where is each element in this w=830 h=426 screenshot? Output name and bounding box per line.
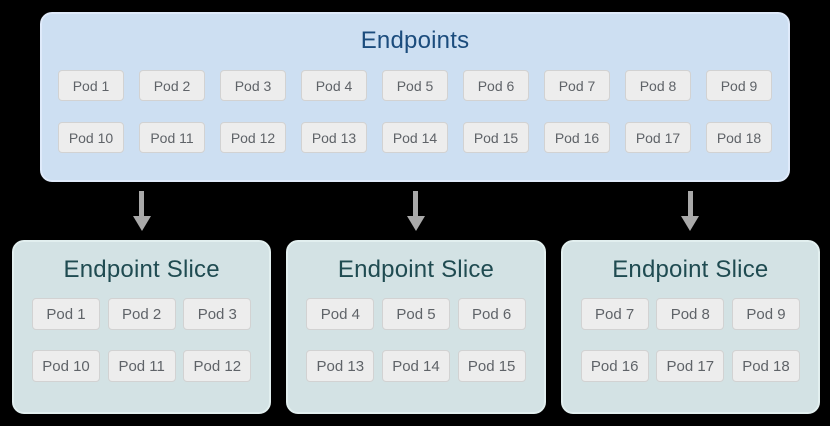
pod-chip: Pod 13 <box>301 122 367 153</box>
pod-chip: Pod 8 <box>625 70 691 101</box>
pod-chip: Pod 13 <box>306 350 375 382</box>
pod-chip: Pod 17 <box>656 350 725 382</box>
arrow-head <box>681 216 700 231</box>
pod-chip: Pod 15 <box>463 122 529 153</box>
arrow-head <box>132 216 151 231</box>
pod-chip: Pod 16 <box>580 350 649 382</box>
pod-chip: Pod 16 <box>544 122 610 153</box>
pod-chip: Pod 14 <box>381 350 450 382</box>
pod-chip: Pod 11 <box>107 350 176 382</box>
pod-chip: Pod 10 <box>58 122 124 153</box>
pod-chip: Pod 10 <box>32 350 100 382</box>
pod-chip: Pod 2 <box>107 298 176 330</box>
endpoint-slice-title: Endpoint Slice <box>337 256 495 283</box>
arrow-stem <box>687 191 693 216</box>
pod-chip: Pod 2 <box>139 70 205 101</box>
pod-chip: Pod 8 <box>656 298 725 330</box>
pod-chip: Pod 17 <box>625 122 691 153</box>
pod-chip: Pod 3 <box>183 298 252 330</box>
pod-chip: Pod 6 <box>457 298 526 330</box>
arrow-head <box>406 216 425 231</box>
endpoints-box: Endpoints Pod 1 Pod 2 Pod 3 Pod 4 Pod 5 Pod 6… <box>40 12 790 182</box>
pod-chip: Pod 18 <box>706 122 772 153</box>
endpoint-slice-title: Endpoint Slice <box>63 256 220 283</box>
pod-chip: Pod 6 <box>463 70 529 101</box>
endpoint-slice-title: Endpoint Slice <box>612 256 769 283</box>
pod-chip: Pod 9 <box>731 298 800 330</box>
endpoints-pod-row-2: Pod 10 Pod 11 Pod 12 Pod 13 Pod 14 Pod 15 Pod … <box>58 122 772 153</box>
endpoints-pod-row-1: Pod 1 Pod 2 Pod 3 Pod 4 Pod 5 Pod 6 Pod 7 Pod 8… <box>58 70 772 101</box>
pod-chip: Pod 7 <box>544 70 610 101</box>
pod-chip: Pod 4 <box>301 70 367 101</box>
down-arrow-icon <box>406 191 425 231</box>
arrow-cell-2 <box>286 182 545 240</box>
pod-chip: Pod 15 <box>457 350 526 382</box>
pod-chip: Pod 3 <box>220 70 286 101</box>
endpoints-title: Endpoints <box>360 27 470 54</box>
arrow-cell-1 <box>12 182 271 240</box>
pod-chip: Pod 12 <box>220 122 286 153</box>
pod-chip: Pod 1 <box>58 70 124 101</box>
pod-chip: Pod 5 <box>381 298 450 330</box>
pod-chip: Pod 12 <box>183 350 252 382</box>
down-arrow-icon <box>132 191 151 231</box>
pod-chip: Pod 18 <box>731 350 800 382</box>
arrows-row <box>12 182 820 240</box>
pod-chip: Pod 5 <box>382 70 448 101</box>
pod-chip: Pod 4 <box>306 298 375 330</box>
pod-chip: Pod 1 <box>32 298 100 330</box>
pod-chip: Pod 11 <box>139 122 205 153</box>
arrow-stem <box>139 191 145 216</box>
pod-chip: Pod 9 <box>706 70 772 101</box>
pod-chip: Pod 7 <box>580 298 649 330</box>
pod-chip: Pod 14 <box>382 122 448 153</box>
arrow-stem <box>413 191 419 216</box>
down-arrow-icon <box>681 191 700 231</box>
arrow-cell-3 <box>561 182 820 240</box>
